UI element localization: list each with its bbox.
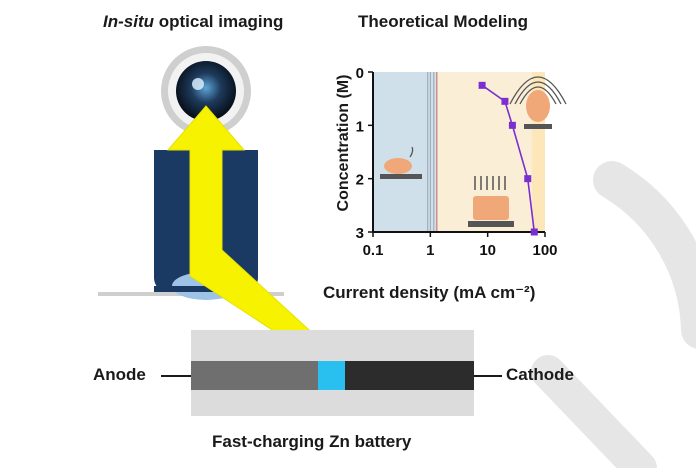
y-tick-label: 0 (356, 65, 364, 82)
y-tick-label: 1 (356, 118, 364, 135)
data-point (524, 175, 532, 183)
anode-label: Anode (93, 365, 146, 384)
camera-lens-icon (176, 61, 236, 121)
deposit-block-icon (473, 196, 509, 220)
chart-axes: 0.1 1 10 100 0 1 2 3 (356, 65, 558, 259)
chart-background (373, 72, 545, 232)
theoretical-modeling-title: Theoretical Modeling (358, 12, 529, 31)
diffusion-lines-icon (474, 176, 506, 190)
y-tick-label: 3 (356, 225, 364, 242)
separator-window (318, 361, 345, 390)
plate-icon-right (524, 124, 552, 129)
optical-imaging-title: In-situ optical imaging (103, 12, 283, 32)
chart-y-axis-label: Concentration (M) (335, 74, 352, 212)
anode-block (191, 361, 318, 390)
y-tick-label: 2 (356, 172, 364, 189)
battery-caption: Fast-charging Zn battery (212, 432, 412, 451)
dendrite-icon (526, 90, 550, 122)
cathode-block (345, 361, 474, 390)
data-point (478, 81, 486, 89)
data-point (501, 97, 509, 105)
field-lines-icon (509, 76, 567, 105)
plate-icon-middle (468, 221, 514, 227)
x-tick-label: 1 (426, 242, 434, 259)
data-point (530, 228, 538, 236)
region-left (373, 72, 437, 232)
chart-x-axis-label: Current density (mA cm⁻²) (323, 283, 536, 302)
optical-imaging-title-rest: optical imaging (154, 12, 284, 31)
cathode-label: Cathode (506, 365, 574, 384)
light-path-arrow (166, 105, 346, 363)
x-tick-label: 0.1 (363, 242, 384, 259)
deposit-icon-left (384, 158, 412, 174)
data-point (508, 121, 516, 129)
optical-imaging-title-italic: In-situ (103, 12, 154, 31)
plate-icon-left (380, 174, 422, 179)
x-tick-label: 10 (479, 242, 496, 259)
x-tick-label: 100 (532, 242, 557, 259)
chart-illustrations (380, 76, 567, 227)
chart-marks (478, 81, 538, 236)
